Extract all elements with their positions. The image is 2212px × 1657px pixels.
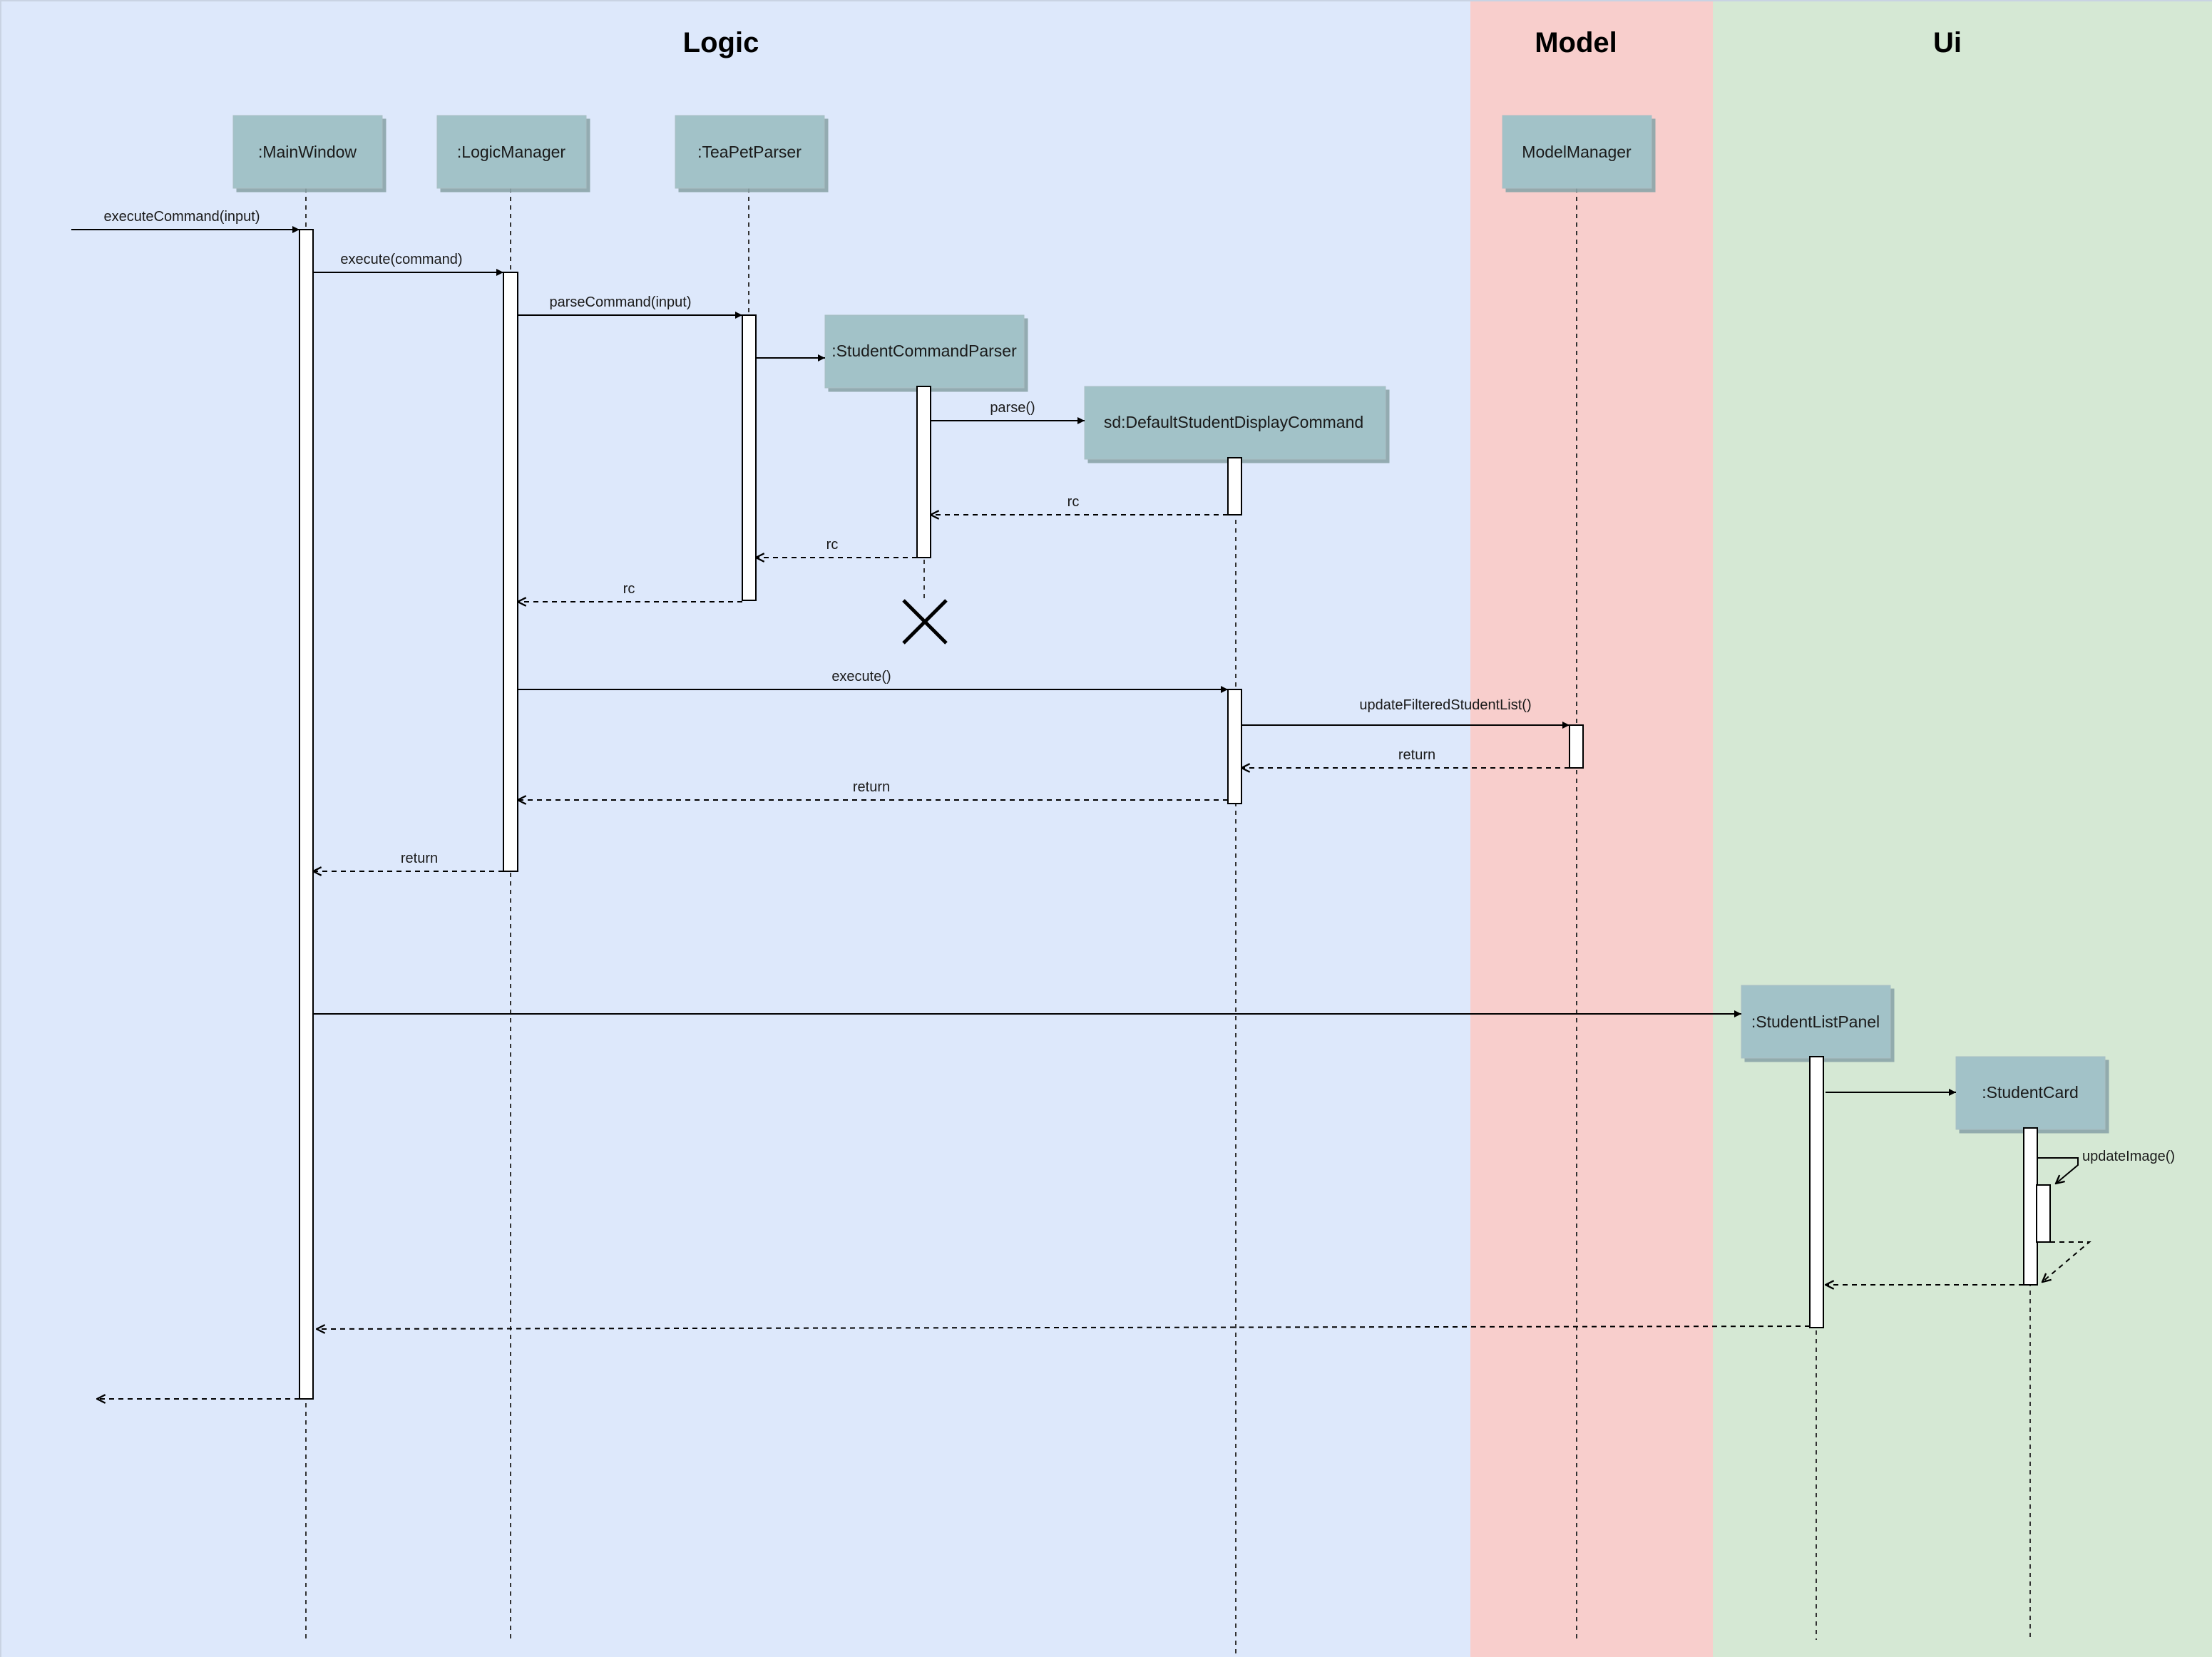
model-lane-title: Model — [1535, 27, 1617, 58]
label-update-image: updateImage() — [2082, 1149, 2175, 1164]
arrow-return-student-list-panel — [317, 1326, 1811, 1329]
participant-student-card-label: :StudentCard — [1982, 1083, 2079, 1102]
participant-student-card: :StudentCard — [1955, 1056, 2106, 1130]
participant-main-window: :MainWindow — [232, 115, 383, 189]
participant-teapet-parser-label: :TeaPetParser — [697, 143, 802, 161]
label-parse: parse() — [990, 400, 1035, 416]
participant-student-command-parser: :StudentCommandParser — [824, 314, 1025, 389]
label-execute-with-command: execute(command) — [340, 252, 462, 267]
activation-student-list-panel — [1809, 1056, 1824, 1328]
participant-student-list-panel: :StudentListPanel — [1741, 985, 1891, 1059]
arrow-update-image-self — [2038, 1157, 2079, 1184]
participant-model-manager: ModelManager — [1502, 115, 1652, 189]
activation-display-command-execute — [1227, 689, 1242, 804]
activation-main-window — [299, 229, 314, 1400]
participant-logic-manager-label: :LogicManager — [457, 143, 565, 161]
ui-lane-title: Ui — [1933, 27, 1962, 58]
activation-student-card-self — [2036, 1184, 2051, 1243]
activation-model-manager — [1569, 724, 1584, 769]
label-return-rc-3: rc — [623, 581, 635, 597]
label-return-command: return — [853, 779, 890, 795]
logic-lane — [0, 0, 1470, 1657]
activation-logic-manager — [503, 272, 518, 872]
arrow-update-image-return — [2042, 1241, 2091, 1282]
participant-student-list-panel-label: :StudentListPanel — [1751, 1012, 1880, 1031]
participant-logic-manager: :LogicManager — [436, 115, 587, 189]
participant-teapet-parser: :TeaPetParser — [675, 115, 825, 189]
label-return-model: return — [1398, 747, 1435, 763]
activation-student-card — [2023, 1127, 2038, 1286]
participant-main-window-label: :MainWindow — [258, 143, 357, 161]
model-lane — [1470, 0, 1713, 1657]
label-return-rc-1: rc — [1067, 494, 1080, 510]
logic-lane-title: Logic — [683, 27, 759, 58]
participant-default-display-command-label: sd:DefaultStudentDisplayCommand — [1104, 413, 1363, 431]
activation-display-command-parse — [1227, 457, 1242, 515]
label-execute-command: executeCommand(input) — [104, 209, 260, 225]
label-return-logic-manager: return — [401, 851, 438, 866]
activation-teapet-parser — [742, 314, 757, 601]
label-parse-command: parseCommand(input) — [550, 294, 692, 310]
ui-lane — [1713, 0, 2212, 1657]
label-execute: execute() — [831, 669, 891, 684]
participant-model-manager-label: ModelManager — [1522, 143, 1632, 161]
label-update-filtered-list: updateFilteredStudentList() — [1359, 697, 1531, 713]
activation-student-command-parser — [916, 386, 931, 558]
x-destroy-icon — [902, 599, 948, 645]
participant-student-command-parser-label: :StudentCommandParser — [831, 342, 1017, 360]
participant-default-display-command: sd:DefaultStudentDisplayCommand — [1084, 386, 1386, 460]
label-return-rc-2: rc — [826, 537, 839, 553]
